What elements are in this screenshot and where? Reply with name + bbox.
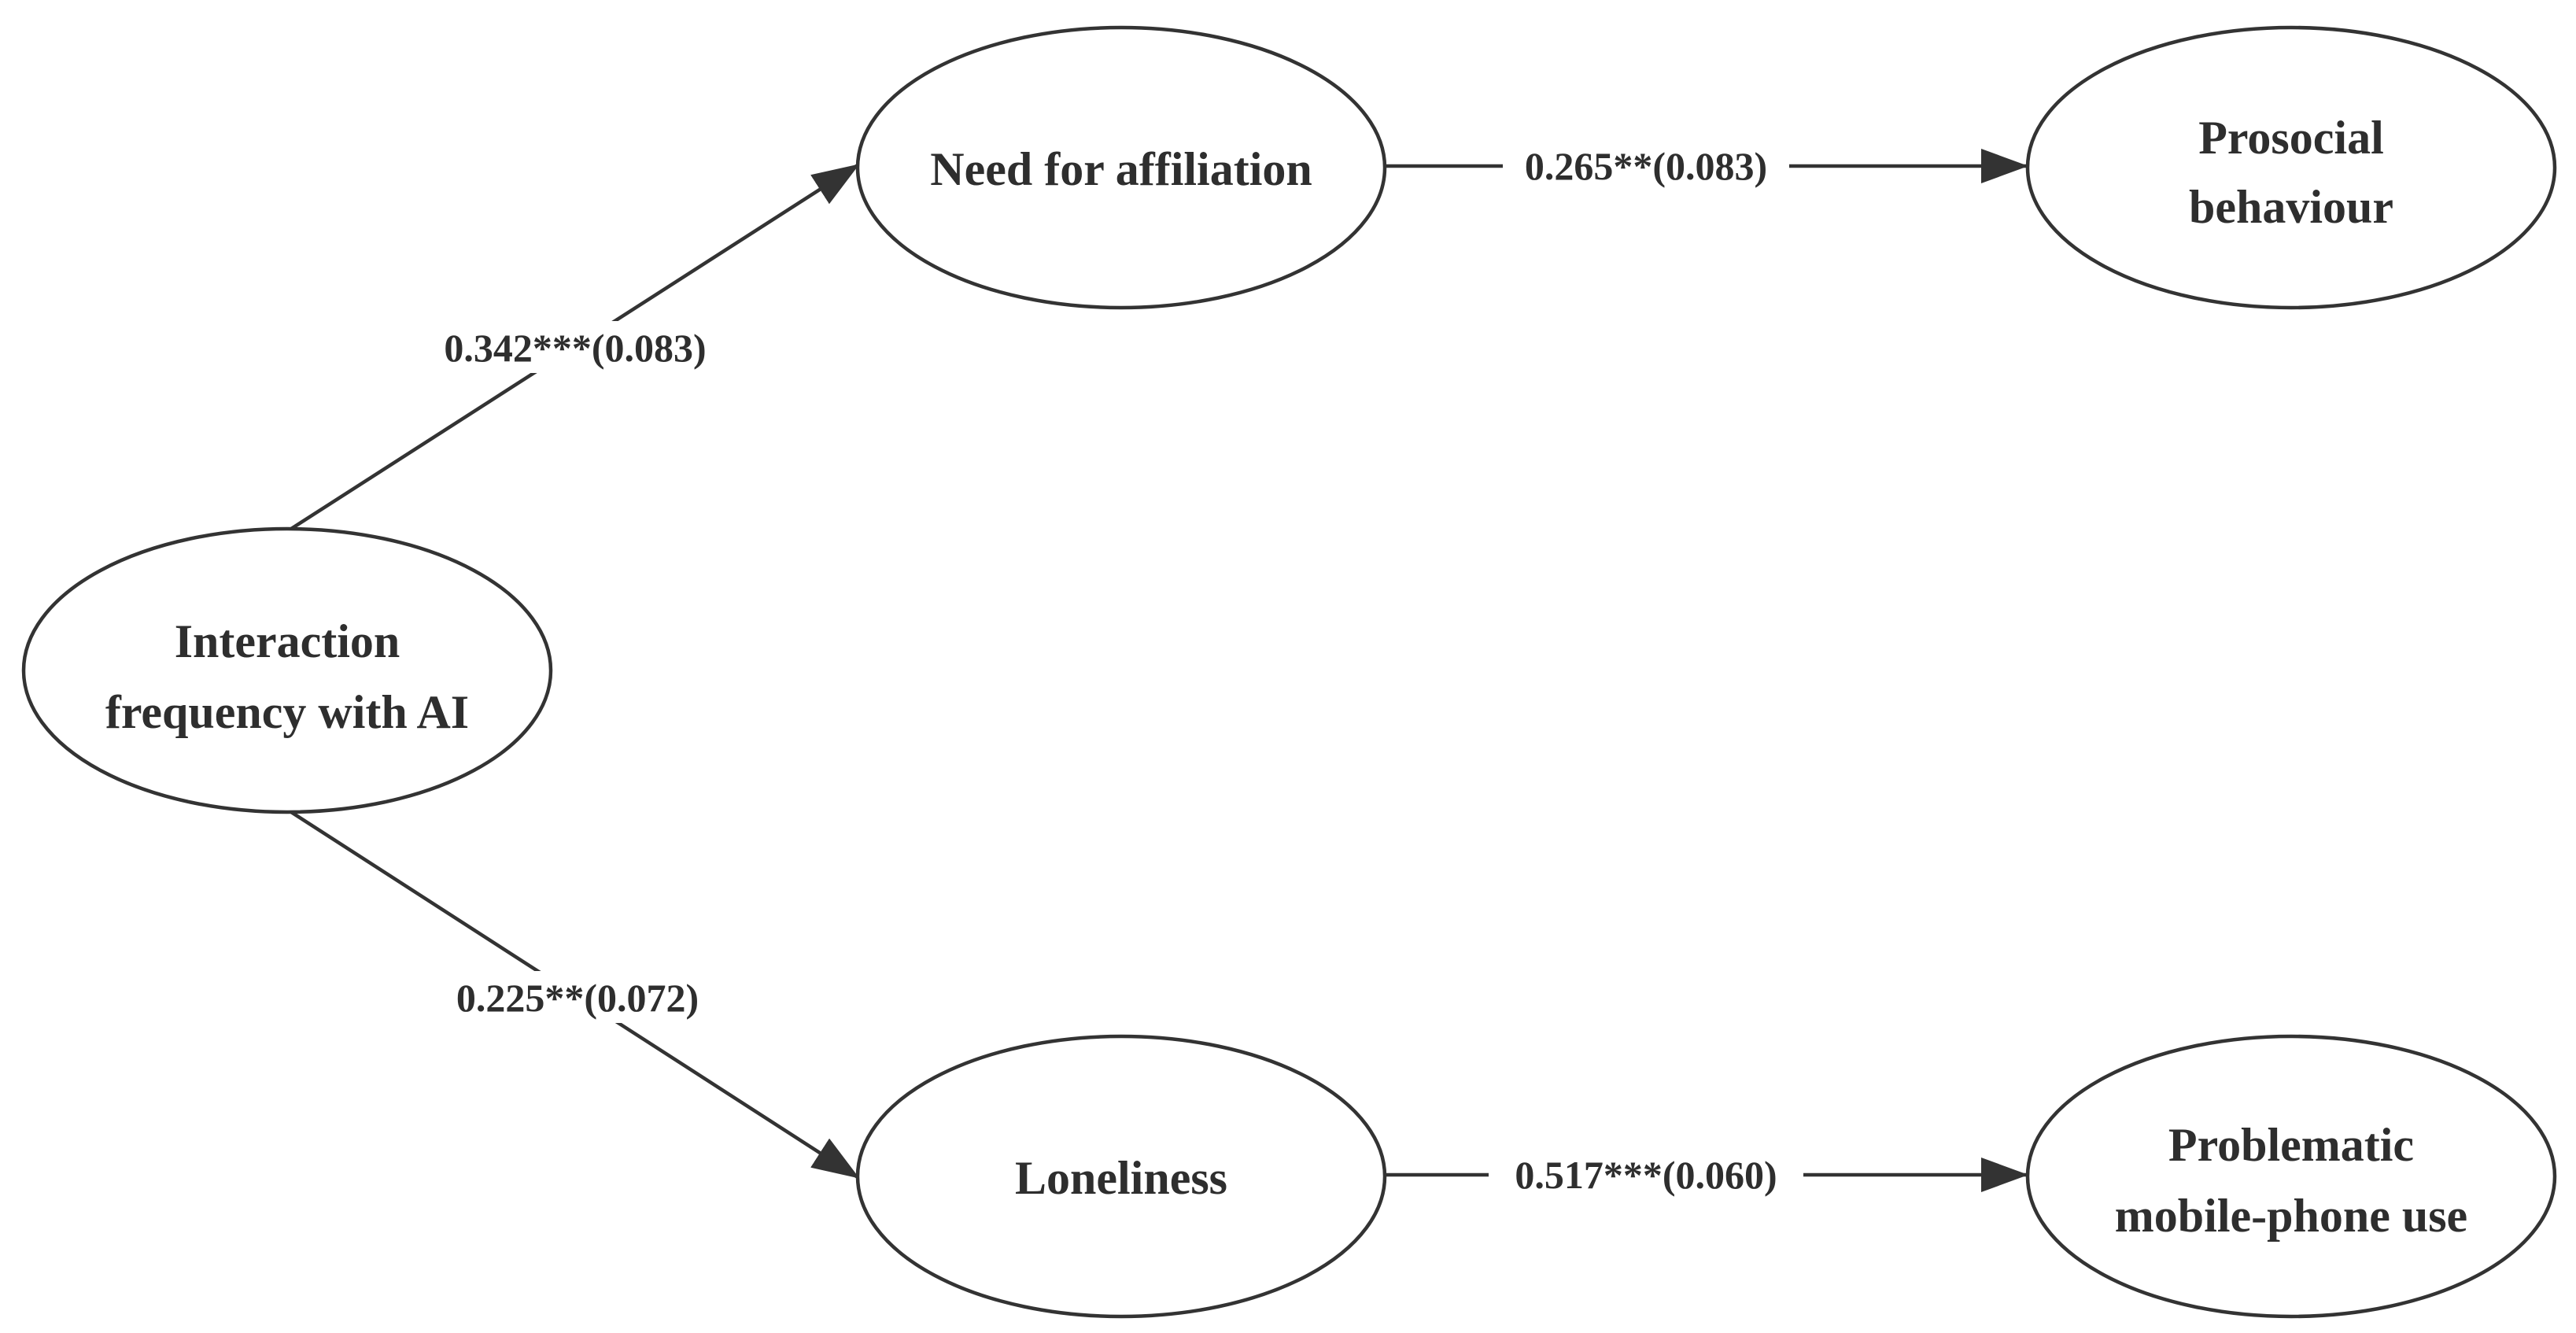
edge-label-interaction-affiliation: 0.342***(0.083) — [444, 326, 706, 370]
edge-interaction-to-loneliness: 0.225**(0.072) — [290, 811, 860, 1179]
edge-loneliness-to-phone-use: 0.517***(0.060) — [1386, 1150, 2028, 1199]
node-label-line-1: Need for affiliation — [930, 143, 1312, 195]
node-loneliness: Loneliness — [855, 1034, 1387, 1319]
node-problematic-phone-use: Problematic mobile-phone use — [2025, 1034, 2557, 1319]
node-ellipse — [2025, 25, 2557, 310]
node-label-line-1: Loneliness — [1015, 1152, 1227, 1204]
edge-label-loneliness-phone-use: 0.517***(0.060) — [1515, 1153, 1777, 1197]
node-label-line-2: mobile-phone use — [2115, 1190, 2467, 1242]
edge-label-bg — [1489, 1150, 1803, 1199]
node-label-line-1: Prosocial — [2198, 112, 2384, 164]
edge-interaction-to-affiliation: 0.342***(0.083) — [290, 164, 860, 530]
edge-label-bg — [1503, 142, 1789, 190]
node-label-line-1: Problematic — [2168, 1119, 2414, 1171]
edge-label-affiliation-prosocial: 0.265**(0.083) — [1525, 144, 1767, 188]
node-ellipse — [21, 526, 553, 814]
node-interaction-frequency: Interaction frequency with AI — [21, 526, 553, 814]
node-label-line-2: behaviour — [2189, 181, 2393, 233]
edge-label-bg — [415, 321, 735, 373]
edge-label-interaction-loneliness: 0.225**(0.072) — [456, 976, 699, 1020]
node-ellipse — [855, 1034, 1387, 1319]
node-label-line-1: Interaction — [175, 615, 400, 667]
node-ellipse — [2025, 1034, 2557, 1319]
node-need-for-affiliation: Need for affiliation — [855, 25, 1387, 310]
edge-label-bg — [420, 971, 735, 1023]
node-prosocial-behaviour: Prosocial behaviour — [2025, 25, 2557, 310]
node-ellipse — [855, 25, 1387, 310]
edge-affiliation-to-prosocial: 0.265**(0.083) — [1386, 142, 2028, 190]
node-label-line-2: frequency with AI — [105, 686, 469, 738]
